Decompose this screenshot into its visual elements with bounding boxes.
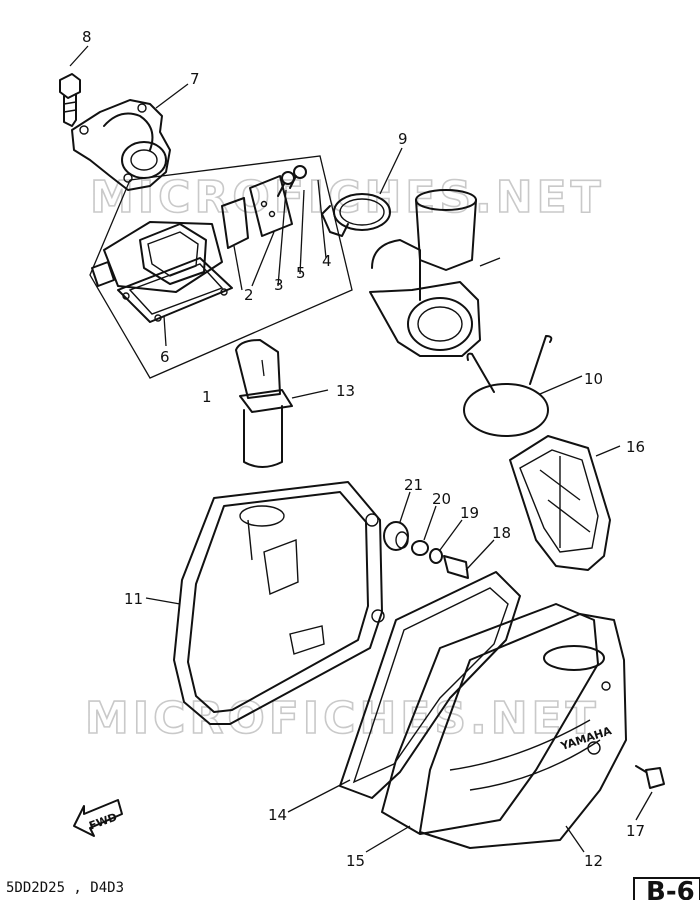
callout-1: 1 <box>202 388 212 406</box>
part-4-screw <box>289 165 307 189</box>
fwd-label: FWD <box>87 811 118 833</box>
callout-9: 9 <box>398 130 408 148</box>
leader-lines <box>69 45 653 853</box>
callout-21: 21 <box>404 476 423 494</box>
callout-10: 10 <box>584 370 603 388</box>
part-19-washer <box>429 548 443 564</box>
callout-5: 5 <box>296 264 306 282</box>
part-9-clamp <box>321 193 391 237</box>
callout-3: 3 <box>274 276 284 294</box>
callout-15: 15 <box>346 852 365 870</box>
callout-8: 8 <box>82 28 92 46</box>
part-10-clamp-band <box>463 335 553 437</box>
callout-7: 7 <box>190 70 200 88</box>
callout-13: 13 <box>336 382 355 400</box>
part-reed-valve <box>91 221 223 293</box>
part-13-joint <box>235 339 293 468</box>
part-14-gasket <box>381 603 599 835</box>
part-16-duct <box>509 435 611 571</box>
assembly-bracket-1 <box>89 155 353 379</box>
callouts: 8 7 9 4 5 3 2 6 1 13 10 16 21 20 19 18 1… <box>82 28 645 870</box>
callout-4: 4 <box>322 252 332 270</box>
part-8-bolt <box>59 73 81 127</box>
corner-page-label: B-6 <box>633 877 700 900</box>
callout-12: 12 <box>584 852 603 870</box>
callout-19: 19 <box>460 504 479 522</box>
part-20-collar <box>411 540 429 556</box>
callout-11: 11 <box>124 590 143 608</box>
watermark-bottom: MICROFICHES.NET <box>85 693 600 744</box>
part-12-cap: YAMAHA <box>419 613 627 849</box>
callout-18: 18 <box>492 524 511 542</box>
part-11-case <box>173 481 385 725</box>
callout-14: 14 <box>268 806 287 824</box>
part-6-gasket <box>117 257 233 323</box>
fwd-arrow-icon: FWD <box>73 799 123 837</box>
part-21-grommet <box>383 521 409 551</box>
part-2-reed-stopper <box>221 197 249 249</box>
part-17-screw <box>635 765 665 789</box>
callout-16: 16 <box>626 438 645 456</box>
footer-code: 5DD2D25 , D4D3 <box>6 880 124 896</box>
corner-label: B-6 <box>646 877 695 900</box>
part-3-reed-plate <box>249 175 293 237</box>
callout-20: 20 <box>432 490 451 508</box>
callout-17: 17 <box>626 822 645 840</box>
callout-2: 2 <box>244 286 254 304</box>
part-18-bolt <box>443 555 469 579</box>
callout-6: 6 <box>160 348 170 366</box>
part-carburetor <box>369 189 501 357</box>
